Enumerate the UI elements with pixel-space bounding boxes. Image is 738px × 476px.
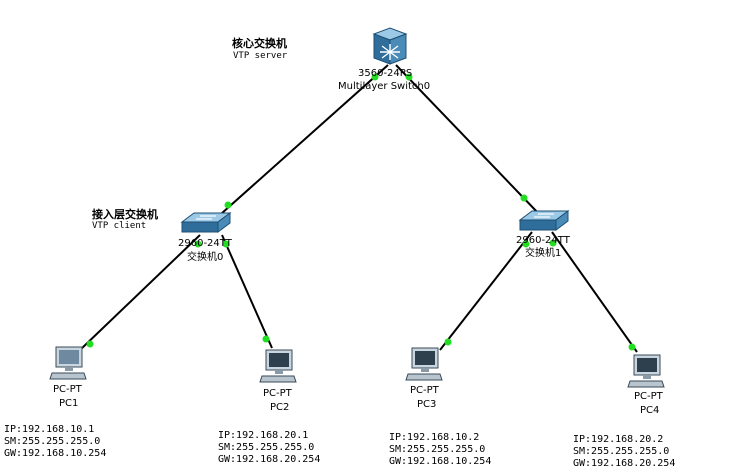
- port-light: [444, 338, 452, 346]
- pc-icon[interactable]: [258, 348, 298, 384]
- pc2-name-label: PC2: [270, 402, 290, 413]
- ip-address: IP:192.168.10.1: [4, 424, 95, 435]
- gateway: GW:192.168.20.254: [218, 454, 321, 465]
- access-switch-icon[interactable]: [180, 210, 232, 234]
- gateway: GW:192.168.10.254: [4, 448, 107, 459]
- port-light: [224, 201, 232, 209]
- subnet-mask: SM:255.255.255.0: [4, 436, 101, 447]
- pc1-model-label: PC-PT: [53, 384, 82, 395]
- port-light: [371, 73, 379, 81]
- link-core-sw0: [211, 64, 389, 223]
- port-light: [405, 73, 413, 81]
- pc1-name-label: PC1: [59, 398, 79, 409]
- switch0-name-label: 交换机0: [187, 252, 224, 263]
- port-light: [522, 240, 530, 248]
- switch0-model-label: 2960-24TT: [178, 238, 232, 249]
- access-switch-annotation-title: 接入层交换机: [92, 208, 158, 221]
- switch1-name-label: 交换机1: [525, 248, 562, 259]
- core-switch-annotation-role: VTP server: [233, 51, 288, 61]
- pc1-ip-config: IP:192.168.10.1 SM:255.255.255.0 GW:192.…: [4, 424, 106, 460]
- pc4-name-label: PC4: [640, 405, 660, 416]
- pc-icon[interactable]: [404, 346, 444, 382]
- pc3-ip-config: IP:192.168.10.2 SM:255.255.255.0 GW:192.…: [389, 432, 491, 468]
- link-core-sw1: [395, 64, 541, 216]
- pc4-ip-config: IP:192.168.20.2 SM:255.255.255.0 GW:192.…: [573, 434, 675, 470]
- core-switch-annotation-title: 核心交换机: [232, 37, 287, 50]
- subnet-mask: SM:255.255.255.0: [218, 442, 315, 453]
- pc3-model-label: PC-PT: [410, 385, 439, 396]
- core-switch-name-label: Multilayer Switch0: [338, 81, 431, 92]
- port-light: [222, 240, 230, 248]
- port-light: [194, 240, 202, 248]
- pc2-model-label: PC-PT: [263, 388, 292, 399]
- pc-icon[interactable]: [48, 345, 88, 381]
- gateway: GW:192.168.10.254: [389, 456, 492, 467]
- pc3-name-label: PC3: [417, 399, 437, 410]
- gateway: GW:192.168.20.254: [573, 458, 676, 469]
- port-status-lights: [86, 73, 636, 351]
- link-sw1-pc3: [439, 231, 533, 351]
- core-switch-model-label: 3560-24PS: [358, 68, 413, 79]
- port-light: [628, 343, 636, 351]
- pc-icon[interactable]: [626, 353, 666, 389]
- access-switch-icon[interactable]: [518, 208, 570, 232]
- switch1-model-label: 2960-24TT: [516, 235, 570, 246]
- subnet-mask: SM:255.255.255.0: [573, 446, 670, 457]
- ip-address: IP:192.168.10.2: [389, 432, 480, 443]
- multilayer-switch-icon[interactable]: [371, 26, 409, 66]
- link-sw1-pc4: [551, 231, 638, 353]
- port-light: [262, 335, 270, 343]
- ip-address: IP:192.168.20.1: [218, 430, 309, 441]
- link-sw0-pc1: [79, 234, 201, 351]
- access-switch-annotation-role: VTP client: [92, 221, 147, 231]
- ip-address: IP:192.168.20.2: [573, 434, 664, 445]
- port-light: [549, 239, 557, 247]
- port-light: [520, 194, 528, 202]
- subnet-mask: SM:255.255.255.0: [389, 444, 486, 455]
- port-light: [86, 340, 94, 348]
- pc2-ip-config: IP:192.168.20.1 SM:255.255.255.0 GW:192.…: [218, 430, 320, 466]
- link-sw0-pc2: [221, 234, 273, 349]
- pc4-model-label: PC-PT: [634, 391, 663, 402]
